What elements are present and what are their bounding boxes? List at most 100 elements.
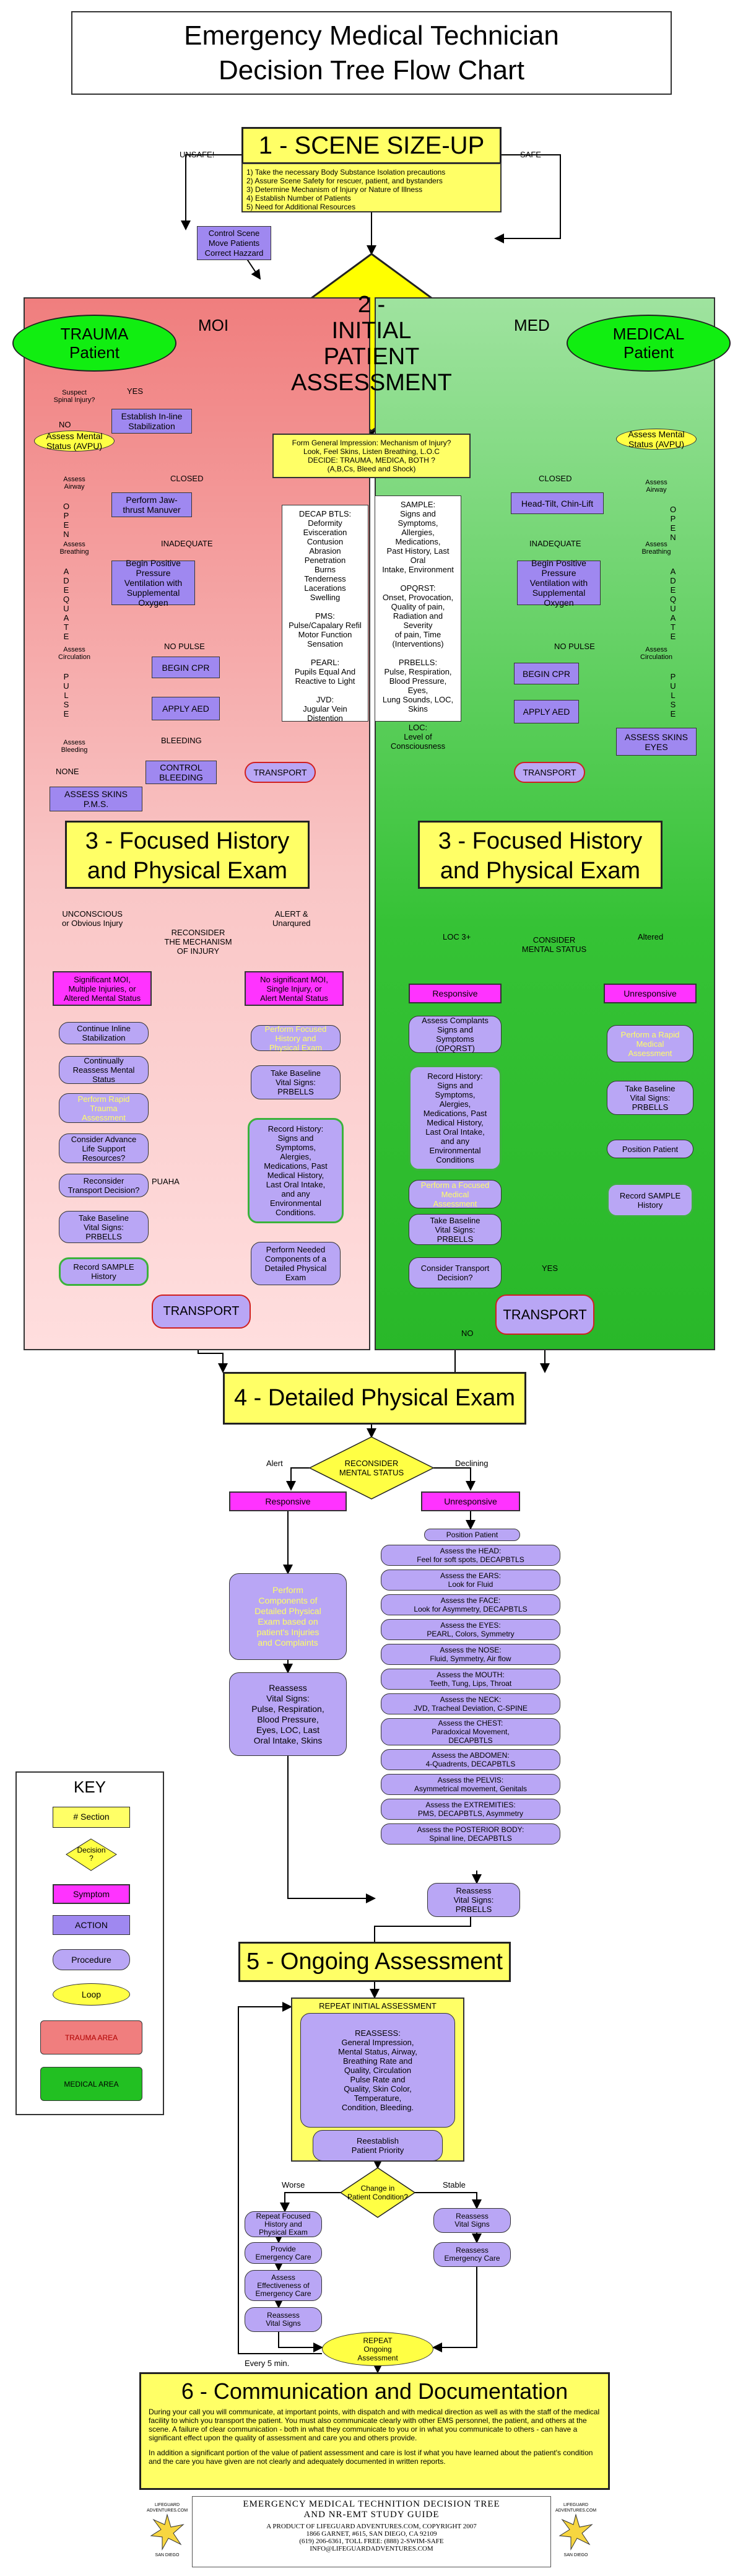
step-line: Vital Signs: <box>266 1693 310 1703</box>
general-line: DECIDE: TRAUMA, MEDICA, BOTH ? <box>308 456 435 465</box>
step-line: and Complaints <box>258 1638 318 1648</box>
apply-aed: APPLY AED <box>152 697 220 720</box>
step-line: Record SAMPLE <box>73 1262 134 1272</box>
ft-right-step-2: Take Baseline Vital Signs: PRBELLS <box>251 1065 341 1099</box>
step-line: Transport Decision? <box>67 1185 140 1195</box>
step-line: and any <box>281 1189 310 1198</box>
step-line: Signs and <box>277 1133 314 1143</box>
reassess-line: Quality, Skin Color, <box>344 2084 412 2094</box>
detailed-declining-label: Declining <box>455 1459 489 1468</box>
fm-right-step-1: Perform a Rapid Medical Assessment <box>607 1025 693 1062</box>
exam-line: Spinal line, DECAPBTLS <box>429 1834 512 1843</box>
exam-nose: Assess the NOSE:Fluid, Symmetry, Air flo… <box>381 1644 560 1665</box>
fm-yes-label: YES <box>542 1264 558 1273</box>
note-line <box>379 648 457 658</box>
step-line: Medical History, <box>427 1118 484 1127</box>
mental-line: Assess Mental <box>46 431 103 441</box>
exam-line: Assess the NOSE: <box>440 1646 502 1654</box>
med-ppv-line: Pressure <box>541 568 576 578</box>
step-line: (OPQRST) <box>435 1044 475 1053</box>
exam-line: Assess the HEAD: <box>440 1547 502 1555</box>
note-line: Penetration <box>304 556 346 565</box>
ft-left-step-3: Perform Rapid Trauma Assessment <box>59 1093 149 1123</box>
medical-patient-line: Patient <box>624 343 674 362</box>
med-ppv: Begin Positive Pressure Ventilation with… <box>517 558 601 608</box>
key-trauma-label: TRAUMA AREA <box>64 2033 118 2042</box>
note-line: Pulse, Respiration, <box>384 667 452 676</box>
step-line: Stabilization <box>82 1033 126 1042</box>
step-line: Medical <box>441 1189 469 1199</box>
airway-label: Assess Airway <box>46 474 102 492</box>
step-line: Exam based on <box>258 1617 318 1626</box>
logo-left-city: SAN DIEGO <box>155 2553 180 2557</box>
section-1-scene-size-up: 1 - SCENE SIZE-UP <box>241 127 502 164</box>
exam-line: Assess the POSTERIOR BODY: <box>417 1825 524 1834</box>
step-line: Alergies, <box>280 1152 311 1161</box>
begin-cpr: BEGIN CPR <box>152 657 220 678</box>
reassess-line: REASSESS: <box>355 2028 401 2038</box>
bleeding-line: Assess <box>63 739 85 746</box>
exam-extremities: Assess the EXTREMITIES:PMS, DECAPBTLS, A… <box>381 1799 560 1820</box>
exam-line: Teeth, Tung, Lips, Throat <box>429 1679 512 1688</box>
step-line: PRBELLS <box>277 1087 314 1096</box>
exam-line: Assess the NECK: <box>440 1695 502 1704</box>
trauma-transport-1: TRANSPORT <box>245 762 316 783</box>
starburst-icon <box>558 2513 593 2551</box>
scene-item: 4) Establish Number of Patients <box>246 194 351 203</box>
alert-line: ALERT & <box>274 909 308 919</box>
exam-mouth: Assess the MOUTH:Teeth, Tung, Lips, Thro… <box>381 1669 560 1690</box>
scene-item: 5) Need for Additional Resources <box>246 203 356 211</box>
sig-line: Multiple Injuries, or <box>68 984 136 993</box>
unsafe-label: UNSAFE! <box>180 150 215 159</box>
med-adequate-label: ADEQUATE <box>669 567 677 641</box>
reconsider-mental-line: MENTAL STATUS <box>339 1468 404 1477</box>
step-line: Effectiveness of <box>257 2281 310 2290</box>
airway-line: Airway <box>64 483 85 491</box>
alert-label: ALERT & Unarqured <box>272 909 310 928</box>
exam-neck: Assess the NECK:JVD, Tracheal Deviation,… <box>381 1693 560 1714</box>
altered-label: Altered <box>638 932 664 941</box>
med-inadequate-label: INADEQUATE <box>529 539 581 548</box>
communication-p2: In addition a significant portion of the… <box>149 2448 593 2466</box>
step-line: Take Baseline <box>430 1215 480 1225</box>
exam-line: JVD, Tracheal Deviation, C-SPINE <box>413 1704 528 1713</box>
alert-line: Unarqured <box>272 919 311 928</box>
section-5-label: 5 - Ongoing Assessment <box>246 1949 503 1975</box>
step-line: Last Oral Intake, <box>425 1127 485 1137</box>
skins-line: P.M.S. <box>83 799 109 809</box>
step-line: Vital Signs <box>454 2220 490 2229</box>
s2-line: ASSESSMENT <box>291 370 452 396</box>
section-5-ongoing: 5 - Ongoing Assessment <box>238 1942 511 1982</box>
step-line: Assess Complants <box>422 1016 489 1025</box>
step-line: Consider Transport <box>420 1264 490 1273</box>
med-label: MED <box>514 316 550 334</box>
key-section-label: # Section <box>73 1812 110 1822</box>
scene-item: 3) Determine Mechanism of Injury or Natu… <box>246 185 423 194</box>
step-line: Record History: <box>427 1072 483 1081</box>
control-bleeding-line: BLEEDING <box>159 772 203 782</box>
reconsider-mental-label: RECONSIDER MENTAL STATUS <box>322 1456 421 1480</box>
med-ppv-line: Supplemental <box>532 588 586 598</box>
step-line: Life Support <box>82 1143 126 1153</box>
note-line: Jugular Vein Distention <box>303 704 347 723</box>
section-6-label: 6 - Communication and Documentation <box>181 2378 568 2404</box>
trauma-ppv: Begin Positive Pressure Ventilation with… <box>111 558 195 608</box>
ppv-line: Ventilation with <box>124 578 183 588</box>
med-begin-cpr: BEGIN CPR <box>514 663 579 684</box>
step-line: Reassess <box>456 2246 489 2255</box>
step-line: Symptoms, <box>435 1090 476 1099</box>
reconsider-mental-decision <box>308 1436 435 1500</box>
step-line: Detailed Physical <box>264 1264 327 1273</box>
step-line: Components of a <box>264 1254 326 1264</box>
step-line: Symptoms, <box>275 1143 316 1152</box>
exam-line: Feel for soft spots, DECAPBTLS <box>417 1555 524 1564</box>
med-mental-line: Assess Mental <box>628 429 685 439</box>
note-line: PEARL: <box>310 658 340 667</box>
step-line: Reassess <box>267 2311 300 2320</box>
note-line: Radiation and Severity <box>393 611 443 630</box>
reconsider-mental-line: RECONSIDER <box>344 1459 399 1468</box>
detailed-focused-components: Perform Components of Detailed Physical … <box>229 1573 347 1660</box>
control-bleeding-line: CONTROL <box>160 762 202 772</box>
sig-line: Significant MOI, <box>74 974 131 984</box>
control-scene-box: Control Scene Move Patients Correct Hazz… <box>197 226 271 260</box>
